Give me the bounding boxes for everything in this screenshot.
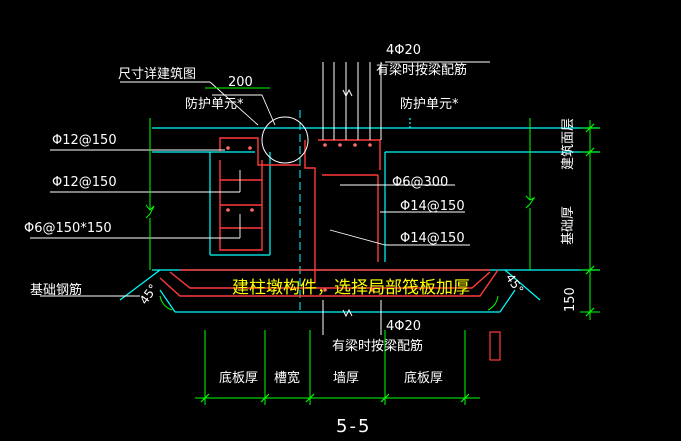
dimension-ticks	[200, 123, 595, 403]
bottom-dim-groove: 槽宽	[274, 370, 300, 386]
break-marks	[145, 195, 536, 219]
detail-circle	[261, 116, 309, 164]
bottom-bar-spec: 4Φ20	[386, 319, 421, 334]
foundation-thickness-label: 基础厚	[561, 206, 576, 245]
top-bar-spec: 4Φ20	[386, 43, 421, 58]
dimension-lines	[149, 87, 600, 405]
angle-right-label: 45°	[503, 271, 527, 296]
overlay-note: 建柱墩构件，选择局部筏板加厚	[232, 278, 470, 298]
foundation-bar-label: 基础钢筋	[30, 282, 82, 298]
column-bars	[322, 62, 382, 335]
bottom-dim-wall: 墙厚	[333, 371, 359, 386]
bottom-dim-slab-right: 底板厚	[404, 370, 443, 386]
protect-unit-left-label: 防护单元*	[185, 96, 244, 112]
finish-layer-label: 建筑面层	[560, 118, 576, 170]
dim-200-label: 200	[228, 75, 253, 90]
rebar-phi6-150-label: Φ6@150*150	[24, 221, 112, 236]
rebar-lines	[159, 137, 499, 297]
marker-box	[489, 331, 501, 361]
bottom-bar-note: 有梁时按梁配筋	[332, 338, 423, 354]
bottom-dim-slab-left: 底板厚	[219, 370, 258, 386]
protect-unit-right-label: 防护单元*	[400, 96, 459, 112]
detail-ref-label: 尺寸详建筑图	[118, 66, 196, 82]
rebar-phi14-a-label: Φ14@150	[400, 199, 465, 214]
top-bar-note: 有梁时按梁配筋	[376, 62, 467, 78]
dim-150-label: 150	[563, 287, 578, 312]
leader-lines	[30, 61, 490, 297]
rebar-dots	[226, 143, 374, 292]
rebar-phi12-b-label: Φ12@150	[52, 175, 117, 190]
rebar-phi6-300-label: Φ6@300	[392, 175, 448, 190]
rebar-phi12-a-label: Φ12@150	[52, 133, 117, 148]
concrete-outline	[119, 118, 600, 313]
rebar-phi14-b-label: Φ14@150	[400, 231, 465, 246]
section-title: 5-5	[336, 416, 371, 437]
